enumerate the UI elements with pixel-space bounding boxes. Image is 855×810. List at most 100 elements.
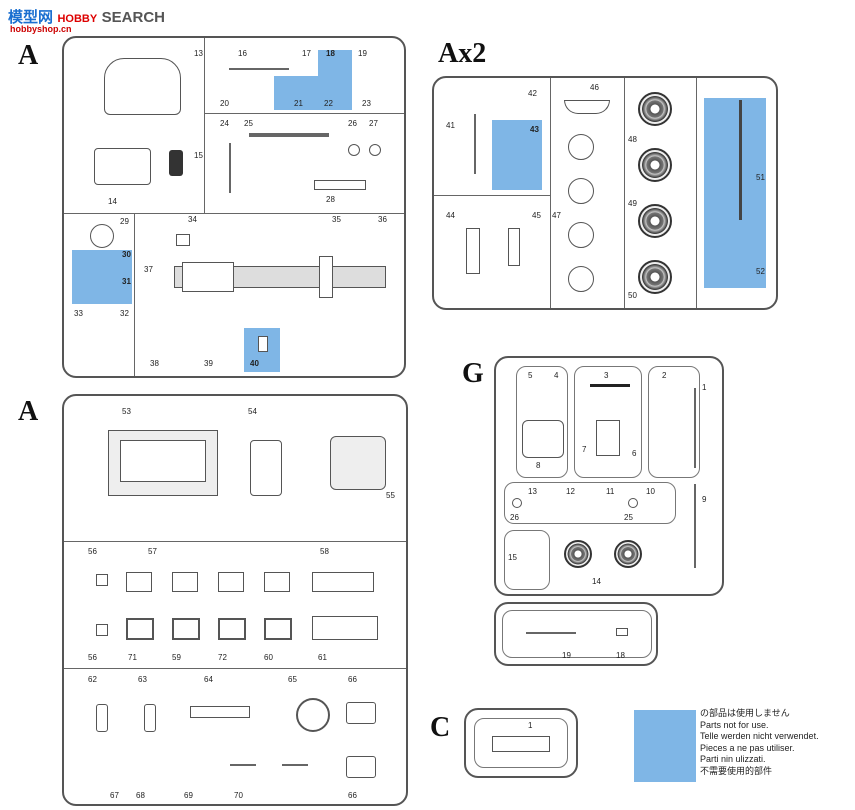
legend-line: Pieces a ne pas utiliser.: [700, 742, 795, 753]
part-number: 17: [302, 49, 311, 58]
part-number: 35: [332, 215, 341, 224]
part-number: 58: [320, 547, 329, 556]
legend-line: 不需要使用的部件: [700, 765, 773, 776]
part-number: 11: [606, 487, 615, 496]
sprue-ax2: 41 42 43 44 45 46 47 48 49 50 51 52: [432, 76, 778, 310]
part-number: 12: [566, 487, 575, 496]
part-number: 61: [318, 653, 327, 662]
part-number: 6: [632, 449, 637, 458]
part-number: 21: [294, 99, 303, 108]
part-number: 24: [220, 119, 229, 128]
part-number: 43: [530, 125, 539, 134]
part-number: 18: [326, 49, 335, 58]
part-number: 1: [702, 383, 707, 392]
sprue-label-a-bottom: A: [18, 396, 39, 427]
part-number: 42: [528, 89, 537, 98]
part-number: 63: [138, 675, 147, 684]
part-number: 67: [110, 791, 119, 800]
part-number: 46: [590, 83, 599, 92]
part-number: 49: [628, 199, 637, 208]
part-number: 70: [234, 791, 243, 800]
part-number: 14: [592, 577, 601, 586]
part-number: 22: [324, 99, 333, 108]
part-number: 45: [532, 211, 541, 220]
part-number: 41: [446, 121, 455, 130]
part-number: 51: [756, 173, 765, 182]
part-number: 52: [756, 267, 765, 276]
watermark-logo: 模型网 HOBBY SEARCH: [8, 6, 165, 27]
part-number: 5: [528, 371, 533, 380]
part-number: 71: [128, 653, 137, 662]
legend-line: Telle werden nicht verwendet.: [700, 731, 819, 741]
legend-line: Parti nin ulizzati.: [700, 754, 766, 764]
part-number: 60: [264, 653, 273, 662]
part-number: 57: [148, 547, 157, 556]
part-number: 62: [88, 675, 97, 684]
part-number: 50: [628, 291, 637, 300]
sprue-label-a-top: A: [18, 40, 39, 71]
part-number: 15: [508, 553, 517, 562]
part-number: 30: [122, 250, 131, 259]
part-number: 65: [288, 675, 297, 684]
part-number: 13: [528, 487, 537, 496]
part-number: 39: [204, 359, 213, 368]
part-number: 34: [188, 215, 197, 224]
part-number: 55: [386, 491, 395, 500]
part-number: 56: [88, 653, 97, 662]
legend: の部品は使用しません Parts not for use. Telle werd…: [700, 708, 850, 777]
part-number: 1: [528, 721, 533, 730]
part-number: 10: [646, 487, 655, 496]
part-number: 15: [194, 151, 203, 160]
watermark-cn: 模型网: [8, 9, 54, 26]
part-number: 66: [348, 791, 357, 800]
part-number: 59: [172, 653, 181, 662]
part-number: 2: [662, 371, 667, 380]
part-number: 47: [552, 211, 561, 220]
legend-swatch: [634, 710, 696, 782]
part-number: 13: [194, 49, 203, 58]
part-number: 3: [604, 371, 609, 380]
part-number: 18: [616, 651, 625, 660]
part-number: 20: [220, 99, 229, 108]
sprue-g-extra: 19 18: [494, 602, 658, 666]
part-number: 19: [358, 49, 367, 58]
part-number: 31: [122, 277, 131, 286]
part-number: 48: [628, 135, 637, 144]
part-number: 66: [348, 675, 357, 684]
legend-line: の部品は使用しません: [700, 708, 790, 718]
sprue-a-bottom: 53 54 55 56 57 58 56 71 59 72 60 61 62 6…: [62, 394, 408, 806]
part-number: 38: [150, 359, 159, 368]
part-number: 23: [362, 99, 371, 108]
part-number: 56: [88, 547, 97, 556]
watermark-hobby: HOBBY: [57, 13, 98, 25]
watermark-url: hobbyshop.cn: [10, 24, 72, 34]
part-number: 40: [250, 359, 259, 368]
part-number: 9: [702, 495, 707, 504]
part-number: 4: [554, 371, 559, 380]
part-number: 33: [74, 309, 83, 318]
sprue-label-c: C: [430, 712, 451, 743]
sprue-label-g: G: [462, 358, 484, 389]
part-number: 8: [536, 461, 541, 470]
part-number: 53: [122, 407, 131, 416]
part-number: 64: [204, 675, 213, 684]
part-number: 69: [184, 791, 193, 800]
part-number: 32: [120, 309, 129, 318]
sprue-c: 1: [464, 708, 578, 778]
sprue-a-top: 13 14 15 16 17 18 19 20 21 22 23 24 25 2…: [62, 36, 406, 378]
part-number: 37: [144, 265, 153, 274]
sprue-label-ax2: Ax2: [438, 38, 487, 69]
part-number: 54: [248, 407, 257, 416]
part-number: 44: [446, 211, 455, 220]
part-number: 7: [582, 445, 587, 454]
watermark-en: SEARCH: [101, 9, 165, 26]
part-number: 26: [510, 513, 519, 522]
part-number: 14: [108, 197, 117, 206]
part-number: 26: [348, 119, 357, 128]
part-number: 72: [218, 653, 227, 662]
legend-line: Parts not for use.: [700, 719, 769, 730]
part-number: 68: [136, 791, 145, 800]
part-number: 29: [120, 217, 129, 226]
part-number: 25: [624, 513, 633, 522]
part-number: 27: [369, 119, 378, 128]
